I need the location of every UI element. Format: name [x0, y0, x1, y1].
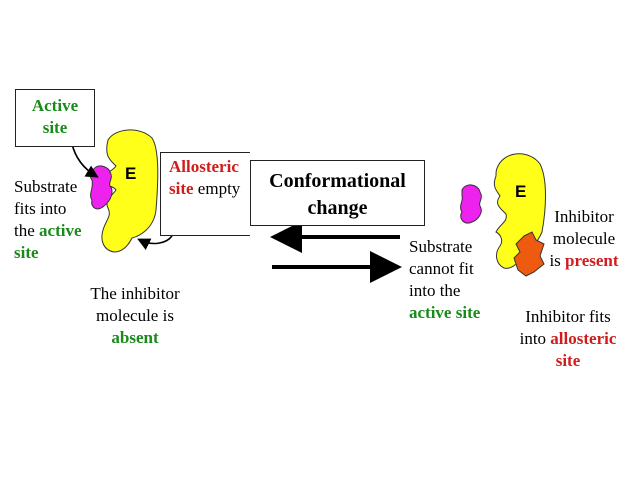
allosteric-line1: Allosteric: [169, 157, 239, 176]
substrate-cannot-line3: into the: [409, 281, 461, 300]
substrate-fits-line4: site: [14, 243, 39, 262]
left-enzyme-label: E: [125, 164, 137, 183]
right-inhibitor-shape: [513, 231, 545, 277]
active-site-box: Active site: [15, 89, 95, 147]
substrate-fits-line2: fits into: [14, 199, 67, 218]
right-enzyme-label: E: [515, 182, 527, 201]
inhibitor-present-line1: Inhibitor: [554, 207, 614, 226]
inhibitor-present-text: Inhibitor molecule is present: [548, 206, 620, 272]
substrate-cannot-line1: Substrate: [409, 237, 473, 256]
substrate-fits-line1: Substrate: [14, 177, 78, 196]
active-site-pointer: [71, 143, 99, 178]
allosteric-site-box: Allosteric site empty: [160, 152, 250, 236]
inhibitor-fits-text: Inhibitor fits into allosteric site: [514, 306, 622, 372]
active-site-line2: site: [42, 118, 68, 137]
right-substrate-shape: [460, 184, 482, 224]
inhibitor-absent-line2: molecule is: [96, 306, 174, 325]
substrate-cannot-line4: active site: [409, 303, 481, 322]
inhibitor-fits-line1: Inhibitor fits: [525, 307, 611, 326]
inhibitor-fits-line3: site: [555, 351, 581, 370]
substrate-fits-line3: the active: [14, 221, 82, 240]
conformational-change-box: Conformational change: [250, 160, 425, 226]
allosteric-line2: site empty: [169, 179, 241, 198]
conformational-line1: Conformational: [269, 170, 406, 192]
substrate-cannot-line2: cannot fit: [409, 259, 474, 278]
conformational-line2: change: [307, 197, 368, 219]
substrate-cannot-text: Substrate cannot fit into the active sit…: [409, 236, 480, 324]
inhibitor-absent-text: The inhibitor molecule is absent: [80, 283, 190, 349]
inhibitor-present-line2: molecule: [552, 229, 616, 248]
inhibitor-fits-line2: into allosteric: [519, 329, 617, 348]
inhibitor-present-line3: is present: [549, 251, 619, 270]
active-site-line1: Active: [31, 96, 79, 115]
inhibitor-absent-line3: absent: [111, 328, 159, 347]
substrate-fits-text: Substrate fits into the active site: [14, 176, 82, 264]
inhibitor-absent-line1: The inhibitor: [90, 284, 180, 303]
allosteric-site-pointer: [137, 235, 173, 251]
